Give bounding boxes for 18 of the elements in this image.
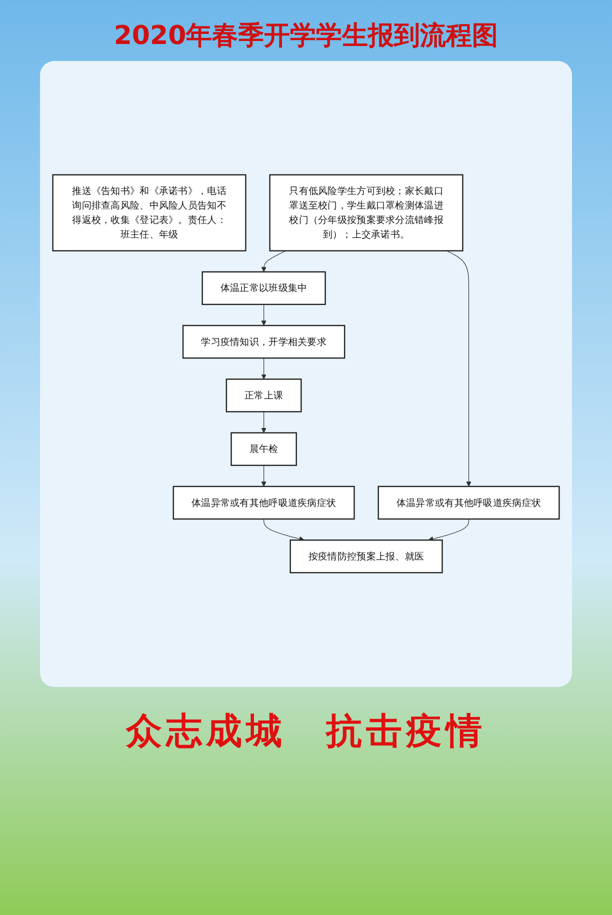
node-box	[52, 174, 246, 252]
slogan-text: 众志成城 抗击疫情	[124, 710, 487, 754]
node-box	[290, 540, 443, 574]
node-box	[378, 486, 560, 520]
flowchart-panel: 推送《告知书》和《承诺书》，电话询问排查高风险、中风险人员告知不得返校，收集《登记表》。责任人：班主任、年级 只有低风险学生方可到校；家长戴口罩送至校门，学生戴口罩检测体温进校门（分年级按预案要求分流错峰报到）；上交承诺书。 体温正常以班级集中 体温异常或有其他呼吸道疾病症状 学习疫情知识，开学相关要求 正常上课 晨午检 体温异常或有其他呼吸道疾病症状 按疫情防控预案上报、就医	[40, 61, 572, 687]
node-box	[226, 378, 302, 413]
arrow	[261, 304, 266, 326]
arrow	[428, 518, 470, 542]
arrow	[261, 412, 266, 434]
node-box	[172, 486, 355, 520]
arrow	[261, 465, 266, 487]
arrow	[261, 358, 266, 380]
node-box	[202, 272, 326, 306]
poster-title: 2020年春季开学学生报到流程图	[112, 20, 500, 53]
node-box	[230, 432, 297, 466]
node-box	[182, 325, 346, 359]
node-box	[269, 174, 464, 252]
arrow	[264, 518, 304, 542]
